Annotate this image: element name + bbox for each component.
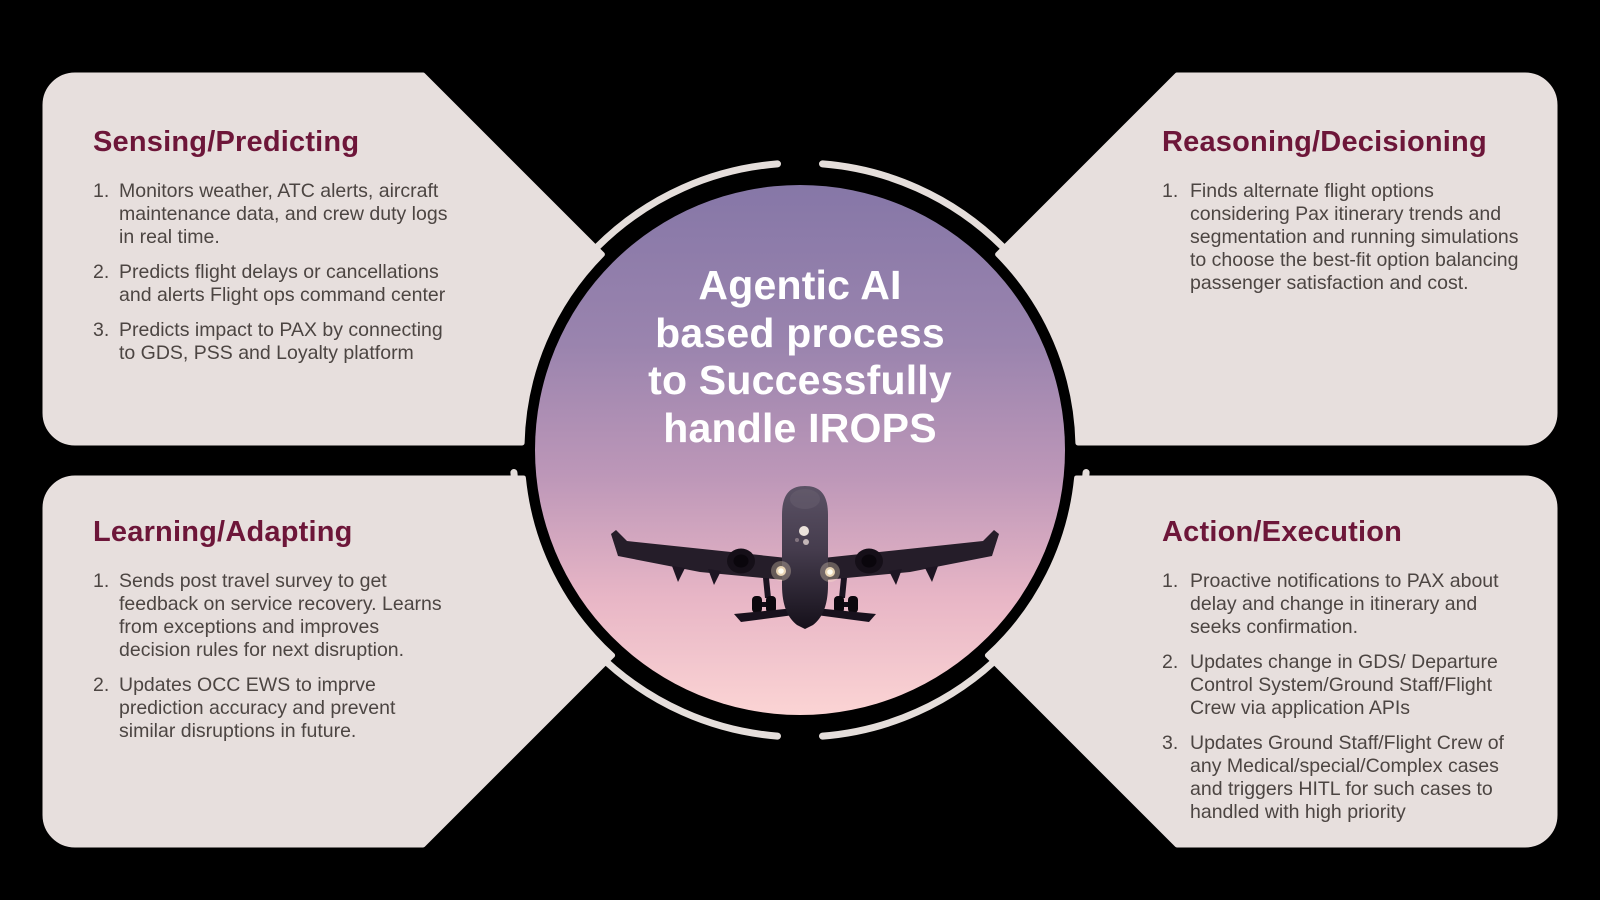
panel-list: Finds alternate flight options consideri… [1162,180,1524,295]
center-title-line: Agentic AI [698,262,902,308]
list-item: Sends post travel survey to get feedback… [93,570,442,661]
panel-learning-adapting: Learning/Adapting Sends post travel surv… [93,516,451,755]
list-item: Monitors weather, ATC alerts, aircraft m… [93,180,448,248]
list-item: Updates Ground Staff/Flight Crew of any … [1162,732,1504,823]
panel-action-execution: Action/Execution Proactive notifications… [1162,516,1530,836]
center-title-line: to Successfully [648,357,952,403]
center-title-line: handle IROPS [663,404,937,451]
list-item: Finds alternate flight options consideri… [1162,180,1519,294]
center-title: Agentic AI based process to Successfully… [565,262,1035,452]
list-item: Predicts impact to PAX by connecting to … [93,319,443,364]
list-item: Predicts flight delays or cancellations … [93,261,446,306]
panel-title: Sensing/Predicting [93,126,360,158]
panel-title: Learning/Adapting [93,516,353,548]
panel-title: Action/Execution [1162,516,1403,548]
list-item: Updates change in GDS/ Departure Control… [1162,651,1498,719]
list-item: Updates OCC EWS to imprve prediction acc… [93,674,396,742]
panel-list: Monitors weather, ATC alerts, aircraft m… [93,180,451,365]
panel-list: Proactive notifications to PAX about del… [1162,570,1530,824]
center-title-line: based process [655,309,945,356]
panel-list: Sends post travel survey to get feedback… [93,570,451,743]
panel-sensing-predicting: Sensing/Predicting Monitors weather, ATC… [93,126,451,377]
airplane-silhouette-icon [611,486,999,629]
panel-reasoning-decisioning: Reasoning/Decisioning Finds alternate fl… [1162,126,1524,307]
list-item: Proactive notifications to PAX about del… [1162,570,1499,638]
center-circle-photo [535,185,1065,715]
panel-title: Reasoning/Decisioning [1162,126,1487,158]
